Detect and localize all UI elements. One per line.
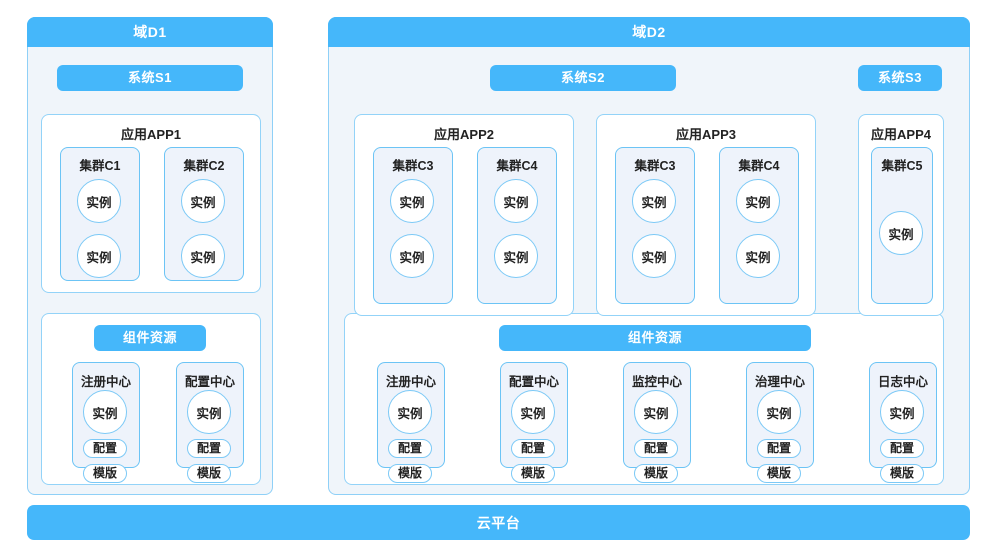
app-title-app3: 应用APP3 [676,127,736,142]
template-pill: 模版 [634,464,678,483]
app-box-app1: 应用APP1 集群C1 实例 实例 集群C2 实例 实例 [41,114,261,293]
instance-node: 实例 [390,234,434,278]
instance-node: 实例 [757,390,801,434]
component-title-governance: 治理中心 [754,375,805,389]
template-pill: 模版 [511,464,555,483]
cluster-box-c4-app3: 集群C4 实例 实例 [719,147,799,304]
cluster-box-c4-app2: 集群C4 实例 实例 [477,147,557,304]
cluster-title-c2: 集群C2 [183,159,225,173]
cluster-box-c3-app3: 集群C3 实例 实例 [615,147,695,304]
component-title-monitor: 监控中心 [631,375,682,389]
instance-node: 实例 [511,390,555,434]
instance-node: 实例 [880,390,924,434]
template-pill: 模版 [187,464,231,483]
config-pill: 配置 [83,439,127,458]
template-pill: 模版 [757,464,801,483]
cluster-box-c5: 集群C5 实例 [871,147,933,304]
instance-node: 实例 [736,234,780,278]
config-pill: 配置 [757,439,801,458]
component-box-monitor: 监控中心 实例 配置 模版 [623,362,691,483]
cluster-box-c3-app2: 集群C3 实例 实例 [373,147,453,304]
instance-node: 实例 [634,390,678,434]
component-title-config: 配置中心 [184,375,235,389]
config-pill: 配置 [634,439,678,458]
instance-node: 实例 [632,234,676,278]
app-box-app4: 应用APP4 集群C5 实例 [858,114,944,316]
component-box-registry: 注册中心 实例 配置 模版 [377,362,445,483]
component-box-governance: 治理中心 实例 配置 模版 [746,362,814,483]
cluster-box-c2: 集群C2 实例 实例 [164,147,244,281]
domain-d1-title: 域D1 [27,17,273,47]
template-pill: 模版 [388,464,432,483]
instance-node: 实例 [77,179,121,223]
domain-d2-title: 域D2 [328,17,970,47]
component-box-config: 配置中心 实例 配置 模版 [500,362,568,483]
instance-node: 实例 [879,211,923,255]
domain-d2: 域D2 系统S2 系统S3 应用APP2 集群C3 实例 实例 集群C4 实例 … [328,17,970,495]
app-box-app2: 应用APP2 集群C3 实例 实例 集群C4 实例 实例 [354,114,574,316]
domain-d1-body: 系统S1 应用APP1 集群C1 实例 实例 集群C2 实例 实例 [27,47,273,495]
component-box-log: 日志中心 实例 配置 模版 [869,362,937,483]
cluster-title-c5: 集群C5 [881,159,923,173]
component-group-d1: 组件资源 注册中心 实例 配置 模版 配置中心 实例 配置 模版 [41,313,261,485]
config-pill: 配置 [388,439,432,458]
config-pill: 配置 [880,439,924,458]
instance-node: 实例 [77,234,121,278]
component-title-config: 配置中心 [508,375,559,389]
cluster-title-c3-app3: 集群C3 [634,159,676,173]
domain-d2-body: 系统S2 系统S3 应用APP2 集群C3 实例 实例 集群C4 实例 实例 [328,47,970,495]
instance-node: 实例 [187,390,231,434]
instance-node: 实例 [494,234,538,278]
instance-node: 实例 [736,179,780,223]
app-title-app4: 应用APP4 [871,127,931,142]
cluster-title-c1: 集群C1 [79,159,121,173]
cluster-title-c3-app2: 集群C3 [392,159,434,173]
instance-node: 实例 [83,390,127,434]
cloud-platform-bar: 云平台 [27,505,970,540]
component-title-registry: 注册中心 [385,375,436,389]
app-box-app3: 应用APP3 集群C3 实例 实例 集群C4 实例 实例 [596,114,816,316]
cluster-title-c4-app3: 集群C4 [738,159,780,173]
component-group-label-d1: 组件资源 [94,325,206,351]
cluster-title-c4-app2: 集群C4 [496,159,538,173]
component-box-config: 配置中心 实例 配置 模版 [176,362,244,483]
component-group-label-d2: 组件资源 [499,325,811,351]
system-banner-s1: 系统S1 [57,65,243,91]
app-title-app1: 应用APP1 [121,127,181,142]
instance-node: 实例 [390,179,434,223]
instance-node: 实例 [494,179,538,223]
system-banner-s3: 系统S3 [858,65,942,91]
template-pill: 模版 [880,464,924,483]
component-title-registry: 注册中心 [80,375,131,389]
component-box-registry: 注册中心 实例 配置 模版 [72,362,140,483]
app-title-app2: 应用APP2 [434,127,494,142]
system-banner-s2: 系统S2 [490,65,676,91]
config-pill: 配置 [187,439,231,458]
component-group-d2: 组件资源 注册中心 实例 配置 模版 配置中心 实例 配置 模版 监控 [344,313,944,485]
component-title-log: 日志中心 [877,375,928,389]
instance-node: 实例 [388,390,432,434]
domain-d1: 域D1 系统S1 应用APP1 集群C1 实例 实例 集群C2 实例 实例 [27,17,273,495]
instance-node: 实例 [181,179,225,223]
template-pill: 模版 [83,464,127,483]
instance-node: 实例 [181,234,225,278]
instance-node: 实例 [632,179,676,223]
config-pill: 配置 [511,439,555,458]
cluster-box-c1: 集群C1 实例 实例 [60,147,140,281]
